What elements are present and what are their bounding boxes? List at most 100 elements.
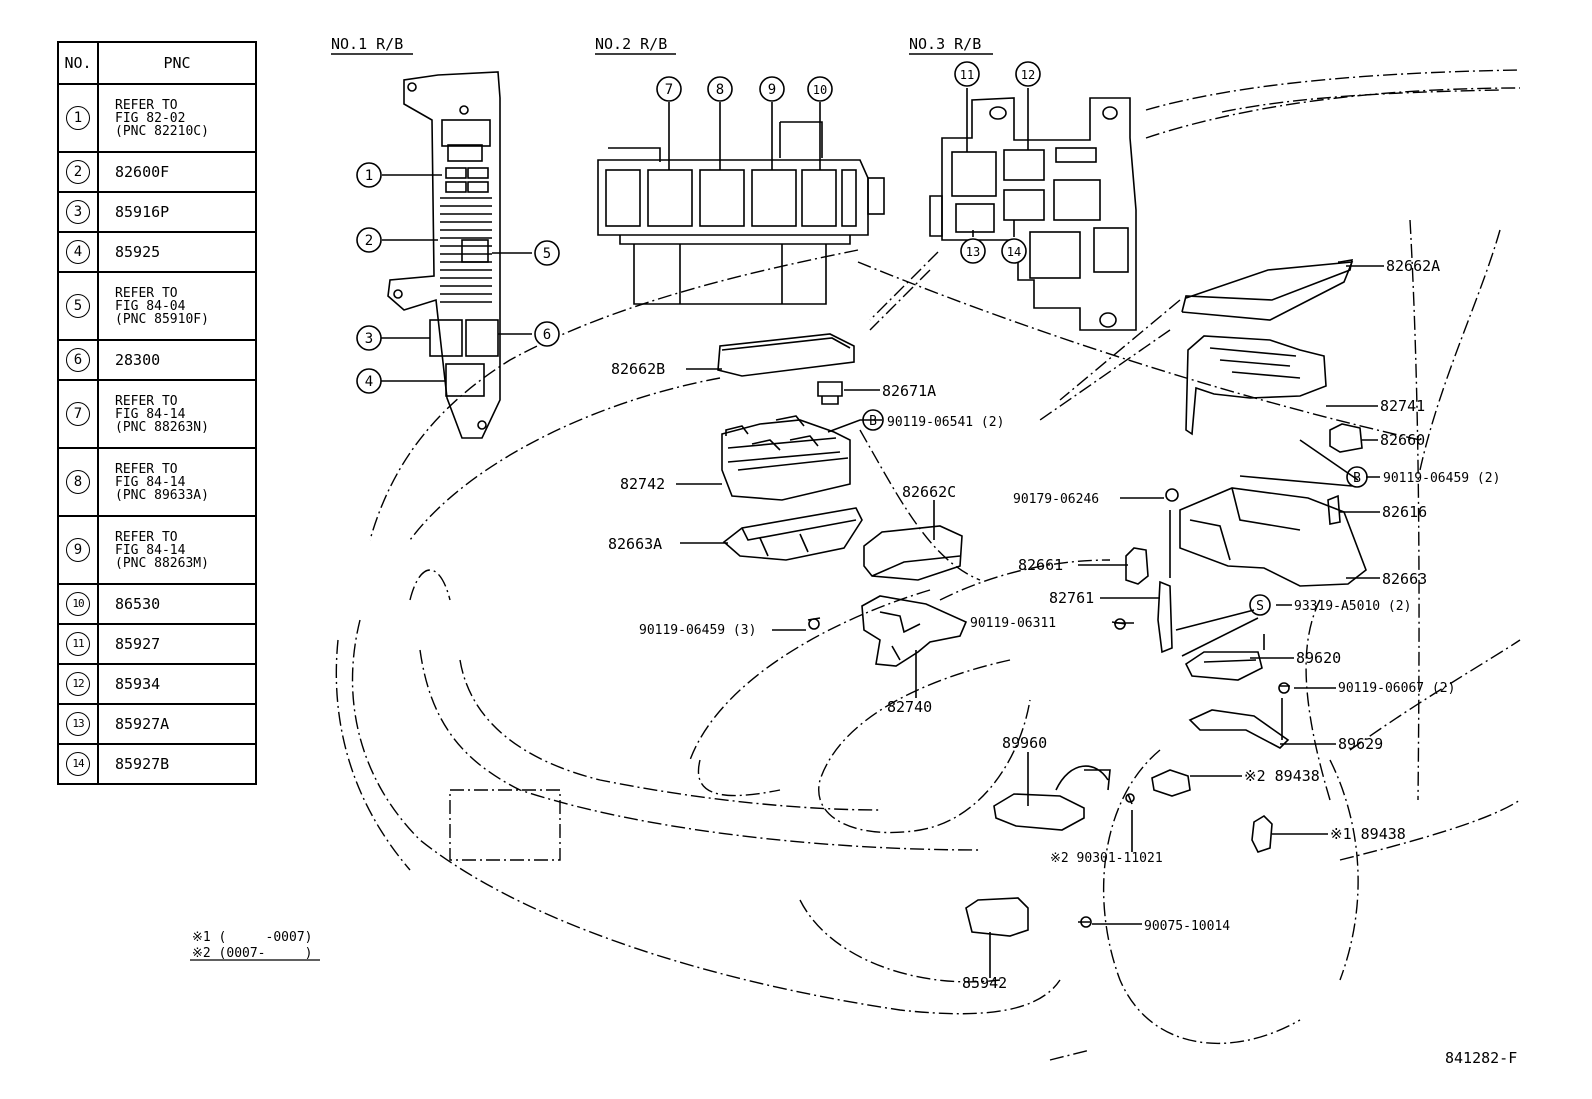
relay-box-base-82663A [722,507,863,561]
pnc-text-line: FIG 84-14 [115,474,186,490]
row-pnc-cell: 85927 [97,623,257,665]
row-pnc-cell: 85934 [97,663,257,705]
part-90301-11021: ※2 90301-11021 [1050,851,1163,866]
pnc-text-line: 85925 [115,242,161,261]
callout-label: 10 [813,83,827,97]
ecu-89620 [1184,651,1263,681]
callout-label: 8 [716,82,724,98]
figure-id: 841282-F [1445,1049,1517,1067]
row-no-cell: 13 [57,703,99,745]
row-pnc-cell: 82600F [97,151,257,193]
callout-14: 14 [1001,238,1027,264]
pnc-text-line: (PNC 89633A) [115,487,209,503]
pnc-text-line: (PNC 82210C) [115,123,209,139]
callout-label: 3 [365,331,373,347]
pnc-text-line: FIG 84-04 [115,298,186,314]
callout-label: 12 [1021,68,1035,82]
row-no-cell: 6 [57,339,99,381]
row-pnc-cell: 86530 [97,583,257,625]
pnc-text-line: REFER TO [115,529,178,545]
rb2-title: NO.2 R/B [595,35,667,53]
callout-7: 7 [656,76,682,102]
pnc-text-line: (PNC 88263M) [115,555,209,571]
row-number-circle: 6 [66,348,90,372]
part-85942: 85942 [962,974,1007,992]
row-number-circle: 4 [66,240,90,264]
part-90075-10014: 90075-10014 [1144,919,1230,934]
rb3-title: NO.3 R/B [909,35,981,53]
row-no-cell: 5 [57,271,99,341]
pnc-text-line: 86530 [115,594,161,613]
row-no-cell: 7 [57,379,99,449]
part-82660: 82660 [1380,431,1425,449]
part-93319-A5010: 93319-A5010 (2) [1294,599,1411,614]
pnc-text-line: REFER TO [115,285,178,301]
row-no-cell: 11 [57,623,99,665]
callout-label: 9 [768,82,776,98]
part-82663A: 82663A [608,535,662,553]
pnc-text-line: 85934 [115,674,161,693]
part-82671A: 82671A [882,382,936,400]
connector-82616 [1327,494,1341,525]
row-number-circle: 12 [66,672,90,696]
part-labels: 82662B 82671A 90119-06541 (2) 82742 8266… [608,257,1500,992]
pnc-text-line: REFER TO [115,461,178,477]
row-pnc-cell: 85916P [97,191,257,233]
row-no-cell: 9 [57,515,99,585]
row-number-circle: 11 [66,632,90,656]
row-number-circle: 10 [66,592,90,616]
part-82761: 82761 [1049,589,1094,607]
callout-label: 13 [966,245,980,259]
part-82741: 82741 [1380,397,1425,415]
part-82742: 82742 [620,475,665,493]
callout-label: 6 [543,327,551,343]
callout-label: 11 [960,68,974,82]
header-no: NO. [57,41,99,85]
part-90119-06067: 90119-06067 (2) [1338,681,1455,696]
footnote-2: ※2 (0007- ) [192,946,312,961]
callout-label: 5 [543,246,551,262]
callout-label: 7 [665,82,673,98]
header-pnc: PNC [97,41,257,85]
pnc-text-line: REFER TO [115,97,178,113]
pnc-text-line: 85927B [115,754,170,773]
callout-9: 9 [759,76,785,102]
row-no-cell: 3 [57,191,99,233]
row-no-cell: 10 [57,583,99,625]
footnote-1: ※1 ( -0007) [192,930,312,945]
row-number-circle: 7 [66,402,90,426]
row-no-cell: 1 [57,83,99,153]
callout-label: 1 [365,168,373,184]
callout-11: 11 [954,61,980,87]
part-90119-06541: 90119-06541 (2) [887,415,1004,430]
row-pnc-cell: 85925 [97,231,257,273]
table-row: 11 85927 [57,623,257,665]
part-82661: 82661 [1018,556,1063,574]
bracket-82663 [1179,487,1367,587]
callout-label: 4 [365,374,373,390]
callout-4: 4 [356,368,382,394]
callout-1: 1 [356,162,382,188]
row-number-circle: 9 [66,538,90,562]
callout-label: 2 [365,233,373,249]
bracket-89629 [1188,709,1290,749]
row-number-circle: 8 [66,470,90,494]
part-89629: 89629 [1338,735,1383,753]
marker-s: S [1249,594,1271,616]
diagram-linework [190,53,1521,1061]
callout-5: 5 [534,240,560,266]
part-90119-06459-2: 90119-06459 (2) [1383,471,1500,486]
row-pnc-cell: 85927B [97,743,257,785]
callout-2: 2 [356,227,382,253]
